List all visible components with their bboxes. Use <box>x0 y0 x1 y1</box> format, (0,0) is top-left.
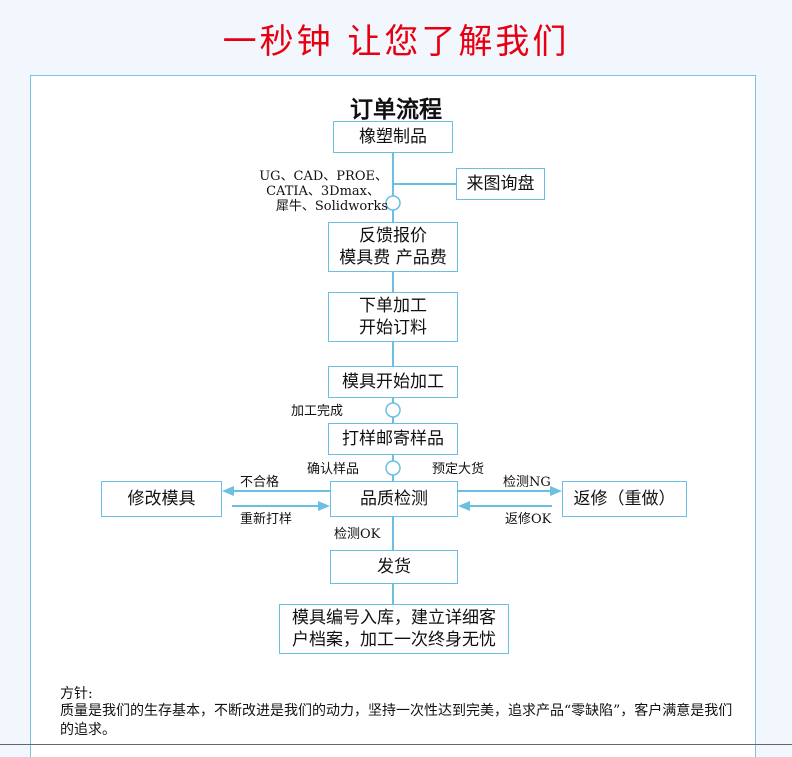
junction-confirm-sample <box>385 460 401 476</box>
step-label: 发货 <box>377 557 411 577</box>
step-place-order: 下单加工 开始订料 <box>328 292 458 342</box>
step-label-line2: 开始订料 <box>359 318 427 338</box>
label-test-ng: 检测NG <box>503 475 551 490</box>
label-processing-done: 加工完成 <box>291 404 344 419</box>
arrowhead-resample <box>318 501 330 511</box>
step-label: 修改模具 <box>127 489 196 509</box>
label-resample: 重新打样 <box>240 512 293 527</box>
page-title: 一秒钟 让您了解我们 <box>222 22 570 62</box>
step-shipment: 发货 <box>330 550 458 584</box>
step-label-line2: 模具费 产品费 <box>339 248 447 268</box>
label-rework-ok: 返修OK <box>505 512 552 527</box>
step-drawing-inquiry: 来图询盘 <box>456 168 545 200</box>
step-label-line1: 模具编号入库，建立详细客 <box>292 608 496 628</box>
arrowhead-test-ng <box>550 486 562 496</box>
step-label: 品质检测 <box>360 489 428 509</box>
label-software-line3: 犀牛、Solidworks <box>275 199 388 214</box>
step-label: 返修（重做） <box>573 489 676 509</box>
label-software-line2: CATIA、3Dmax、 <box>266 184 380 199</box>
label-test-ok: 检测OK <box>334 527 381 542</box>
step-label-line1: 下单加工 <box>359 296 427 316</box>
policy-heading: 方针: <box>60 686 93 702</box>
bottom-divider <box>0 744 792 745</box>
arrowhead-rework-ok <box>458 501 470 511</box>
diagram-title: 订单流程 <box>350 96 442 123</box>
step-feedback-quote: 反馈报价 模具费 产品费 <box>328 222 458 272</box>
step-archive: 模具编号入库，建立详细客 户档案，加工一次终身无忧 <box>279 604 509 654</box>
arrowhead-unqualified <box>222 486 234 496</box>
step-rework: 返修（重做） <box>562 481 687 517</box>
step-sample-mailing: 打样邮寄样品 <box>328 423 458 455</box>
junction-processing-done <box>385 402 401 418</box>
step-label: 打样邮寄样品 <box>342 429 444 449</box>
step-quality-inspection: 品质检测 <box>330 481 458 517</box>
label-unqualified: 不合格 <box>240 475 280 490</box>
label-confirm-sample: 确认样品 <box>307 462 360 477</box>
step-label-line1: 反馈报价 <box>359 226 427 246</box>
step-label: 来图询盘 <box>466 174 535 194</box>
label-software-line1: UG、CAD、PROE、 <box>259 169 388 184</box>
step-rubber-plastic-products: 橡塑制品 <box>333 121 453 153</box>
step-label-line2: 户档案，加工一次终身无忧 <box>292 630 496 650</box>
step-label: 橡塑制品 <box>359 127 427 147</box>
step-label: 模具开始加工 <box>342 372 444 392</box>
junction-software <box>385 195 401 211</box>
label-book-bulk: 预定大货 <box>432 462 485 477</box>
step-modify-mold: 修改模具 <box>101 481 222 517</box>
policy-text: 质量是我们的生存基本，不断改进是我们的动力，坚持一次性达到完美，追求产品“零缺陷… <box>60 703 733 738</box>
step-mold-processing: 模具开始加工 <box>328 366 458 398</box>
